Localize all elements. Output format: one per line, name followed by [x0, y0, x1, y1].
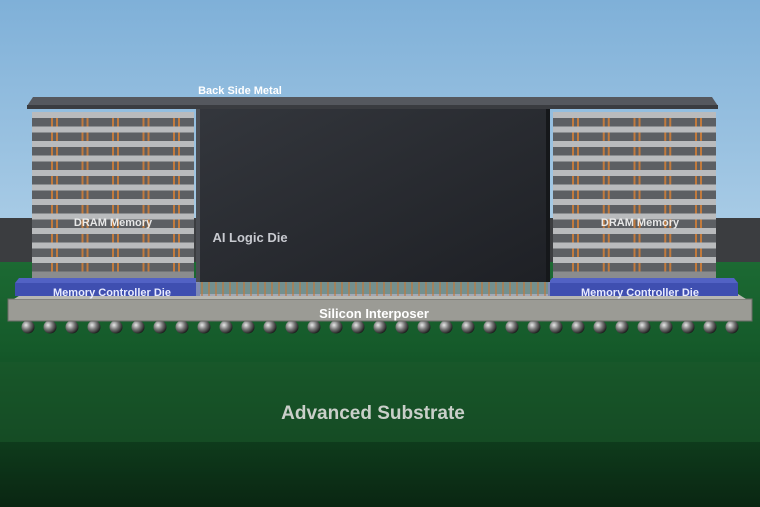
dram-die-layer: [32, 141, 194, 147]
solder-ball: [65, 320, 79, 334]
solder-ball: [725, 320, 739, 334]
solder-ball: [439, 320, 453, 334]
dram-die-layer: [553, 257, 716, 263]
dram-die-layer: [32, 155, 194, 162]
solder-ball: [637, 320, 651, 334]
advanced-substrate-label: Advanced Substrate: [281, 403, 465, 424]
solder-ball: [43, 320, 57, 334]
solder-ball: [329, 320, 343, 334]
ai-logic-die-edge: [196, 104, 200, 282]
dram-stack-right: [553, 112, 716, 278]
dram-base-layer: [32, 271, 194, 278]
solder-ball: [461, 320, 475, 334]
dram-memory-label-right: DRAM Memory: [601, 217, 680, 229]
solder-ball: [87, 320, 101, 334]
solder-ball: [549, 320, 563, 334]
solder-ball: [175, 320, 189, 334]
solder-ball: [241, 320, 255, 334]
solder-ball: [527, 320, 541, 334]
dram-die-layer: [553, 141, 716, 147]
memory-controller-label-left: Memory Controller Die: [53, 287, 171, 299]
solder-ball: [659, 320, 673, 334]
dram-die-layer: [553, 228, 716, 234]
solder-ball: [351, 320, 365, 334]
dram-die-layer: [32, 170, 194, 176]
logic-microbump-layer: [196, 280, 550, 296]
solder-ball: [153, 320, 167, 334]
dram-die-layer: [553, 213, 716, 220]
solder-ball: [505, 320, 519, 334]
substrate-band: [0, 362, 760, 442]
dram-die-layer: [553, 126, 716, 133]
silicon-interposer-label: Silicon Interposer: [319, 306, 429, 321]
solder-ball: [285, 320, 299, 334]
solder-ball: [109, 320, 123, 334]
dram-die-layer: [553, 199, 716, 205]
solder-ball: [219, 320, 233, 334]
back-side-metal-label: Back Side Metal: [198, 85, 282, 97]
solder-ball: [615, 320, 629, 334]
microbump-array: [201, 282, 546, 296]
solder-ball: [417, 320, 431, 334]
dram-die-layer: [32, 199, 194, 205]
dram-memory-label-left: DRAM Memory: [74, 217, 153, 229]
solder-ball: [593, 320, 607, 334]
dram-die-layer: [32, 184, 194, 191]
solder-ball: [373, 320, 387, 334]
dram-die-layer: [32, 112, 194, 118]
memory-controller-top-left: [15, 278, 200, 283]
ai-logic-die-label: AI Logic Die: [212, 230, 287, 245]
solder-ball: [131, 320, 145, 334]
dram-die-layer: [32, 126, 194, 133]
dram-base-layer: [553, 271, 716, 278]
memory-controller-die-left: [15, 283, 200, 296]
dram-die-layer: [553, 242, 716, 249]
solder-ball: [483, 320, 497, 334]
solder-ball: [263, 320, 277, 334]
solder-ball: [21, 320, 35, 334]
dram-die-layer: [553, 155, 716, 162]
solder-ball: [197, 320, 211, 334]
dram-die-layer: [553, 170, 716, 176]
dram-die-layer: [32, 213, 194, 220]
back-side-metal-edge: [27, 105, 718, 109]
memory-controller-label-right: Memory Controller Die: [581, 287, 699, 299]
solder-ball: [307, 320, 321, 334]
dram-die-layer: [553, 184, 716, 191]
dram-die-layer: [32, 242, 194, 249]
solder-ball: [681, 320, 695, 334]
dram-die-layer: [553, 112, 716, 118]
memory-controller-die-right: [548, 283, 738, 296]
solder-ball: [703, 320, 717, 334]
ai-logic-die-edge: [546, 104, 550, 282]
ai-logic-die: [196, 104, 550, 282]
solder-ball: [395, 320, 409, 334]
memory-controller-top-right: [548, 278, 738, 283]
dram-die-layer: [32, 228, 194, 234]
solder-ball: [571, 320, 585, 334]
solder-ball-row: [21, 320, 739, 334]
dram-die-layer: [32, 257, 194, 263]
dram-stack-left: [32, 112, 194, 278]
back-side-metal: [27, 97, 718, 106]
